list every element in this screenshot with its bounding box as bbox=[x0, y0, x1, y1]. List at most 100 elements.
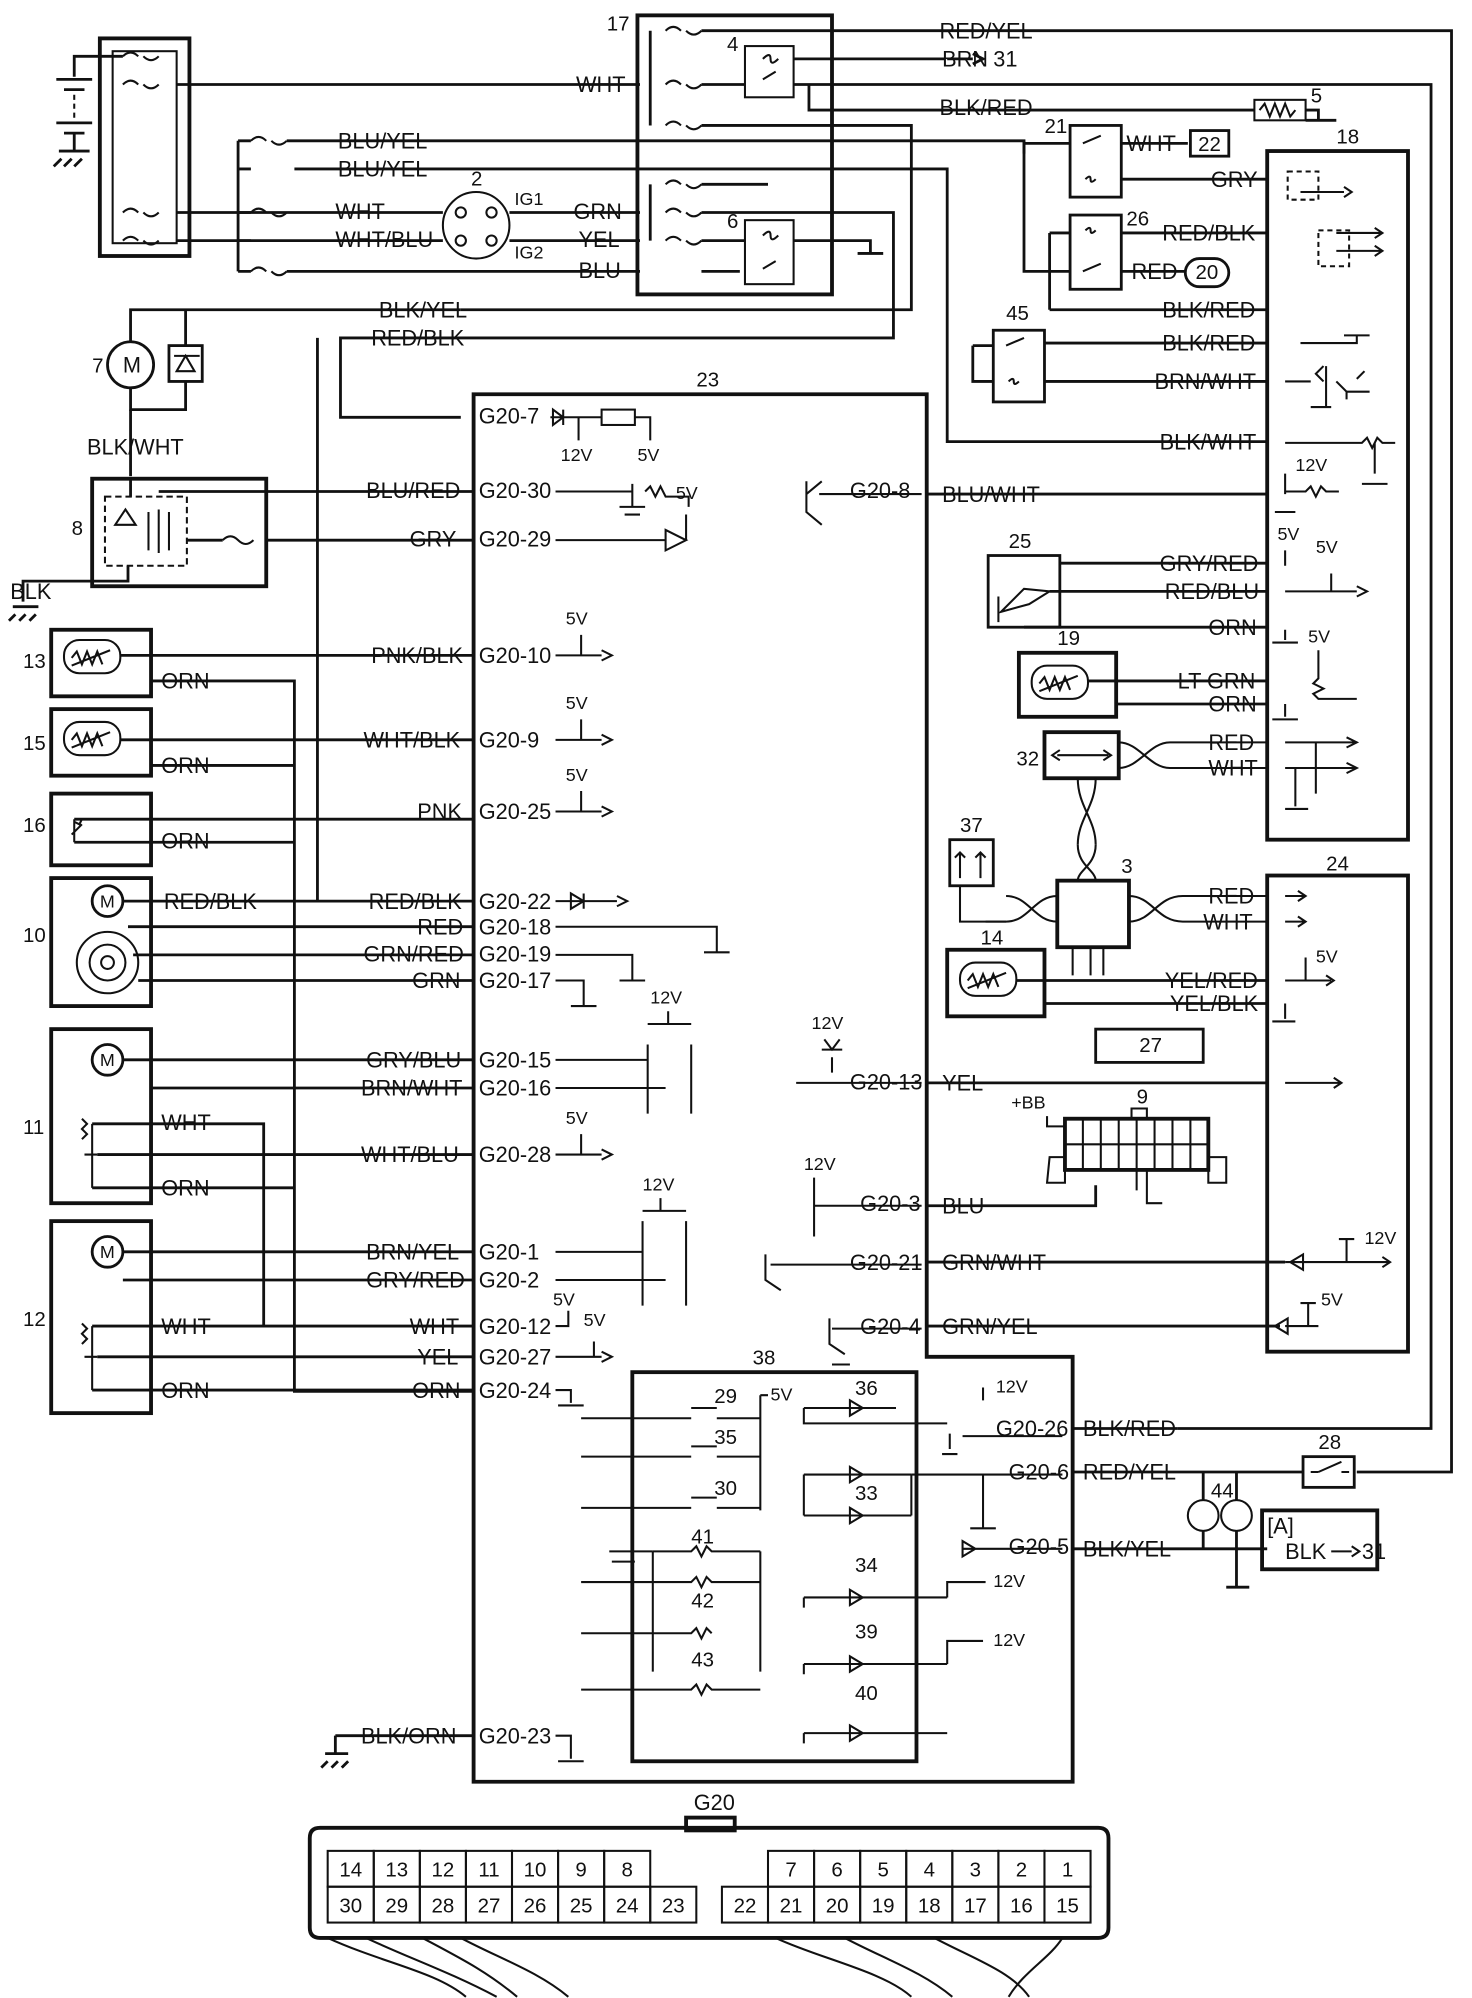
box-27: 27 bbox=[1094, 1027, 1205, 1064]
svg-text:GRN: GRN bbox=[573, 199, 621, 224]
svg-text:IG2: IG2 bbox=[515, 243, 544, 263]
svg-text:WHT/BLK: WHT/BLK bbox=[364, 728, 461, 753]
svg-text:BLK/WHT: BLK/WHT bbox=[1160, 429, 1257, 454]
ecu-internal: 12V 5V 5V 5V 5V 5V 12V 5V 12V 5V 5V 12V … bbox=[550, 407, 922, 1763]
svg-text:5V: 5V bbox=[584, 1310, 606, 1330]
svg-text:36: 36 bbox=[855, 1377, 878, 1400]
module-8: 8 bbox=[21, 476, 269, 602]
connector-37: 37 bbox=[948, 814, 1007, 923]
svg-text:GRY/BLU: GRY/BLU bbox=[366, 1048, 461, 1073]
lamp-44: 44 bbox=[1186, 1480, 1253, 1532]
svg-text:G20-21: G20-21 bbox=[850, 1250, 923, 1275]
svg-text:G20-10: G20-10 bbox=[479, 643, 552, 668]
svg-text:29: 29 bbox=[714, 1385, 737, 1408]
svg-text:BRN/WHT: BRN/WHT bbox=[361, 1076, 463, 1101]
actuator-12: M 12 bbox=[23, 1219, 153, 1416]
svg-text:12V: 12V bbox=[804, 1154, 836, 1174]
svg-text:YEL: YEL bbox=[579, 227, 620, 252]
ignition-switch: 2 IG1 IG2 bbox=[441, 168, 544, 263]
svg-text:18: 18 bbox=[1336, 125, 1359, 148]
connector-cell bbox=[1043, 1885, 1092, 1924]
sensor-15: 15 bbox=[23, 707, 153, 778]
svg-text:16: 16 bbox=[23, 814, 46, 837]
svg-text:WHT: WHT bbox=[1203, 909, 1253, 934]
svg-text:5V: 5V bbox=[637, 445, 659, 465]
svg-text:G20-18: G20-18 bbox=[479, 914, 552, 939]
svg-text:ORN: ORN bbox=[161, 1378, 209, 1403]
connector-pin-number: 11 bbox=[478, 1858, 499, 1881]
svg-text:12V: 12V bbox=[993, 1630, 1025, 1650]
svg-text:ORN: ORN bbox=[1208, 692, 1256, 717]
svg-text:4: 4 bbox=[727, 33, 738, 56]
svg-text:12V: 12V bbox=[812, 1013, 844, 1033]
svg-text:RED: RED bbox=[1132, 259, 1178, 284]
svg-text:31: 31 bbox=[1362, 1539, 1386, 1564]
svg-text:G20-9: G20-9 bbox=[479, 728, 539, 753]
svg-text:BLK/WHT: BLK/WHT bbox=[87, 434, 184, 459]
svg-text:27: 27 bbox=[1139, 1034, 1162, 1057]
svg-text:12V: 12V bbox=[643, 1174, 675, 1194]
relay-26: 26 RED/BLK RED 20 bbox=[1048, 207, 1268, 310]
connector-pin-number: 9 bbox=[575, 1858, 586, 1881]
svg-text:ORN: ORN bbox=[161, 829, 209, 854]
svg-text:WHT: WHT bbox=[335, 199, 385, 224]
svg-text:WHT: WHT bbox=[1208, 756, 1258, 781]
svg-text:G20-16: G20-16 bbox=[479, 1076, 552, 1101]
svg-text:43: 43 bbox=[691, 1649, 714, 1672]
connector-cell bbox=[649, 1885, 698, 1924]
svg-text:G20-15: G20-15 bbox=[479, 1048, 552, 1073]
svg-text:5: 5 bbox=[1311, 84, 1322, 107]
connector-pin-number: 2 bbox=[1016, 1858, 1027, 1881]
svg-text:10: 10 bbox=[23, 924, 46, 947]
svg-text:YEL: YEL bbox=[942, 1071, 983, 1096]
svg-text:5V: 5V bbox=[566, 693, 588, 713]
svg-text:BLK/RED: BLK/RED bbox=[1162, 297, 1255, 322]
relay-45: 45 BLK/RED BLK/RED BRN/WHT bbox=[971, 297, 1268, 404]
svg-text:GRN: GRN bbox=[412, 968, 460, 993]
svg-text:34: 34 bbox=[855, 1554, 878, 1577]
sensor-14: 14 YEL/RED YEL/BLK bbox=[945, 927, 1268, 1019]
svg-text:BLU: BLU bbox=[942, 1193, 984, 1218]
svg-text:WHT: WHT bbox=[161, 1314, 211, 1339]
svg-text:G20-13: G20-13 bbox=[850, 1069, 923, 1094]
svg-text:32: 32 bbox=[1016, 747, 1039, 770]
svg-text:G20-23: G20-23 bbox=[479, 1723, 552, 1748]
connector-pin-number: 30 bbox=[339, 1894, 362, 1917]
svg-text:17: 17 bbox=[607, 13, 630, 36]
svg-text:22: 22 bbox=[1198, 133, 1221, 156]
svg-text:RED/BLU: RED/BLU bbox=[1165, 579, 1259, 604]
svg-text:5V: 5V bbox=[566, 609, 588, 629]
connector-pin-number: 3 bbox=[970, 1858, 981, 1881]
svg-text:14: 14 bbox=[980, 927, 1003, 950]
svg-text:5V: 5V bbox=[553, 1290, 575, 1310]
svg-text:PNK: PNK bbox=[417, 799, 462, 824]
fuse-box bbox=[97, 36, 192, 258]
svg-text:G20-19: G20-19 bbox=[479, 941, 552, 966]
svg-text:11: 11 bbox=[23, 1116, 44, 1139]
connector-pin-number: 28 bbox=[431, 1894, 454, 1917]
connector-pin-number: 22 bbox=[734, 1894, 757, 1917]
sensor-13: 13 bbox=[23, 627, 153, 699]
svg-text:6: 6 bbox=[727, 210, 738, 233]
connector-pin-number: 5 bbox=[878, 1858, 889, 1881]
svg-text:ORN: ORN bbox=[412, 1378, 460, 1403]
bus-transceiver-32: 32 RED WHT bbox=[1016, 730, 1268, 845]
svg-text:15: 15 bbox=[23, 732, 46, 755]
svg-text:12: 12 bbox=[23, 1308, 46, 1331]
connector-pin-number: 20 bbox=[826, 1894, 849, 1917]
svg-text:ORN: ORN bbox=[161, 669, 209, 694]
svg-text:33: 33 bbox=[855, 1482, 878, 1505]
svg-text:45: 45 bbox=[1006, 302, 1029, 325]
svg-text:WHT: WHT bbox=[161, 1110, 211, 1135]
svg-text:G20-5: G20-5 bbox=[1009, 1534, 1069, 1559]
panel-38: 38 29 35 30 5V 41 42 43 36 33 34 39 40 1… bbox=[581, 1346, 1063, 1764]
svg-text:5V: 5V bbox=[771, 1384, 793, 1404]
svg-text:44: 44 bbox=[1211, 1480, 1234, 1503]
connector-pin-number: 1 bbox=[1062, 1858, 1073, 1881]
svg-text:5V: 5V bbox=[566, 765, 588, 785]
svg-text:BLU/RED: BLU/RED bbox=[366, 478, 460, 503]
svg-text:YEL: YEL bbox=[417, 1344, 458, 1369]
svg-text:BRN/YEL: BRN/YEL bbox=[366, 1240, 459, 1265]
diag-connector-9: 9 +BB bbox=[1011, 1085, 1228, 1205]
connector-pin-number: 29 bbox=[385, 1894, 408, 1917]
